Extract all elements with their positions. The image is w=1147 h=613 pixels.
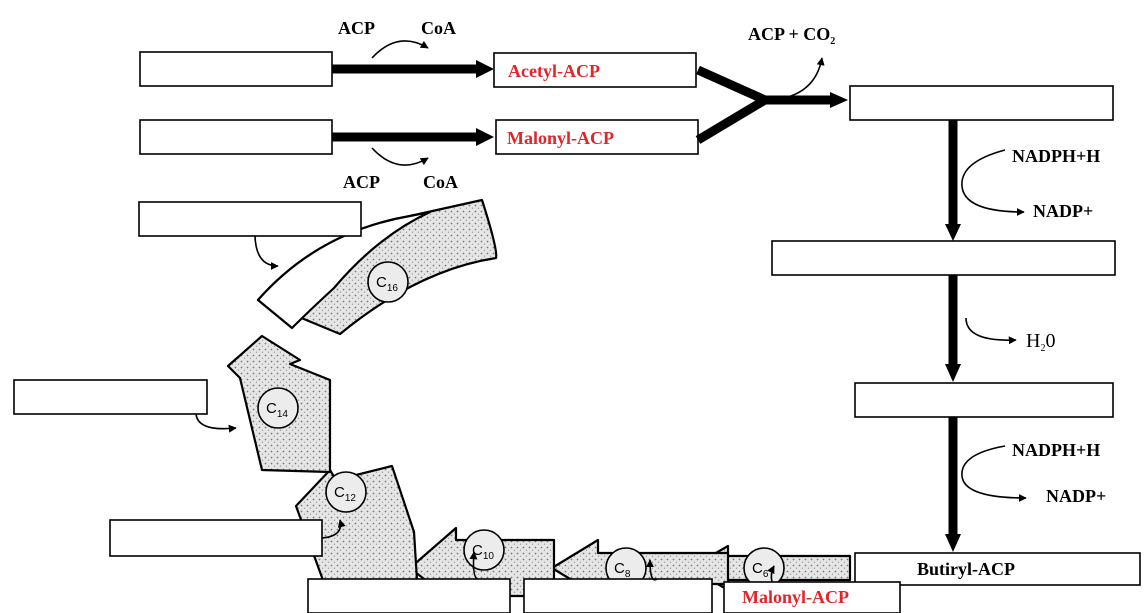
blank-box-bottom-1[interactable]: [307, 578, 511, 613]
label-nadp-2: NADP+: [1046, 486, 1106, 506]
carbon-c8: C8: [605, 547, 647, 589]
acetyl-acp-box[interactable]: [493, 52, 697, 88]
callout-left-1: [254, 235, 279, 270]
svg-text:C10: C10: [472, 542, 494, 562]
butiryl-acp-box[interactable]: [854, 552, 1141, 586]
label-acp-co2: ACP + CO2: [748, 24, 835, 47]
callout-bottom-1: [469, 551, 479, 580]
acp-coa-curve-2: [371, 147, 429, 166]
label-acp-2: ACP: [343, 172, 380, 192]
nadph-curve-1: [961, 149, 1025, 216]
label-nadph-1: NADPH+H: [1012, 146, 1100, 166]
malonyl-acp-label: Malonyl-ACP: [507, 128, 614, 148]
arrowhead-v3: [945, 534, 961, 552]
nadph-curve-2: [961, 445, 1027, 502]
blank-box-right-2[interactable]: [771, 240, 1116, 276]
carbon-c12: C12: [325, 471, 367, 513]
label-nadp-1: NADP+: [1033, 201, 1093, 221]
blank-box-right-1[interactable]: [849, 85, 1114, 121]
svg-text:C16: C16: [376, 274, 398, 294]
arrowhead-malonyl: [476, 128, 494, 146]
segment-c16-highlight: [256, 210, 432, 330]
malonyl-acp-box[interactable]: [495, 119, 699, 155]
callout-bottom-2: [646, 559, 658, 581]
label-nadph-2: NADPH+H: [1012, 440, 1100, 460]
label-h2o: H20: [1026, 330, 1055, 354]
h2o-curve: [965, 317, 1017, 345]
merge-line-lower: [695, 96, 768, 144]
acp-coa-curve-1: [371, 40, 429, 59]
carbon-c14: C14: [257, 387, 299, 429]
butiryl-acp-label: Butiryl-ACP: [917, 559, 1015, 579]
svg-text:C14: C14: [266, 400, 288, 420]
arrowhead-v2: [945, 364, 961, 382]
blank-box-left-3[interactable]: [109, 519, 323, 557]
blank-box-left-2[interactable]: [13, 379, 208, 415]
svg-text:C12: C12: [334, 484, 356, 504]
malonyl-acp-bottom-box[interactable]: [723, 581, 901, 613]
blank-box-top-1[interactable]: [139, 51, 333, 87]
callout-left-2: [195, 413, 237, 433]
label-coa-2: CoA: [423, 172, 458, 192]
co2-release-curve: [771, 57, 825, 101]
callout-bottom-3: [767, 565, 775, 583]
callout-left-3: [321, 519, 346, 539]
malonyl-acp-bottom-label: Malonyl-ACP: [742, 587, 849, 607]
label-coa-1: CoA: [421, 18, 456, 38]
arrowhead-acetyl: [476, 60, 494, 78]
svg-text:C6: C6: [752, 560, 769, 580]
label-acp-1: ACP: [338, 18, 375, 38]
arrowhead-v1: [945, 224, 961, 241]
carbon-c10: C10: [463, 529, 505, 571]
svg-text:C8: C8: [614, 560, 631, 580]
merge-line-upper: [696, 65, 767, 105]
acetyl-acp-label: Acetyl-ACP: [508, 61, 600, 81]
carbon-c16: C16: [367, 261, 409, 303]
blank-box-top-2[interactable]: [139, 119, 333, 155]
blank-box-bottom-2[interactable]: [523, 578, 713, 613]
blank-box-left-1[interactable]: [138, 201, 362, 237]
arrowhead-condensation: [830, 92, 848, 108]
blank-box-right-3[interactable]: [854, 382, 1114, 418]
